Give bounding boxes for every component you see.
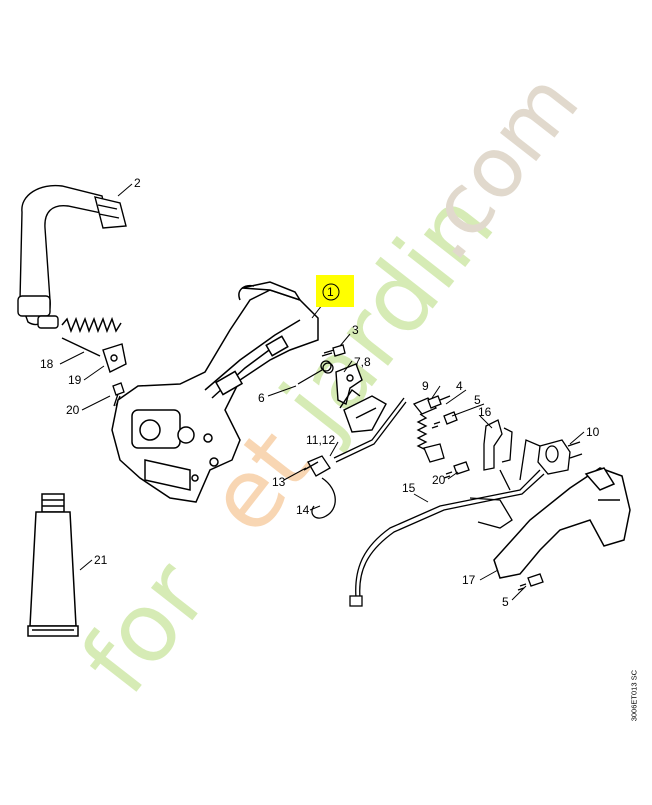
callout-labels: 1 2 3 7,8 6 9 4 5 16 10 11,12 13 14 20 1…: [40, 176, 600, 609]
grease-tube-part-21: [27, 493, 79, 637]
callout-9[interactable]: 9: [422, 379, 429, 393]
screw-part-20-left: [112, 382, 125, 407]
av-element-part-9: [412, 397, 445, 463]
throttle-trigger: [339, 388, 387, 433]
callout-6[interactable]: 6: [258, 391, 265, 405]
screw-part-3: [321, 344, 346, 357]
spring-wire-part-14: [311, 477, 336, 519]
connector-part-10: [537, 439, 583, 475]
document-code: 3006ET013 SC: [629, 670, 638, 722]
callout-20-center[interactable]: 20: [432, 473, 446, 487]
callout-16[interactable]: 16: [478, 405, 492, 419]
callout-14[interactable]: 14: [296, 503, 310, 517]
highlight-box: [316, 275, 354, 307]
callout-19[interactable]: 19: [68, 373, 82, 387]
callout-21[interactable]: 21: [94, 553, 108, 567]
clip-part-13: [303, 455, 331, 477]
callout-18[interactable]: 18: [40, 357, 54, 371]
callout-3[interactable]: 3: [352, 323, 359, 337]
svg-text:for: for: [60, 541, 230, 714]
callout-11-12[interactable]: 11,12: [306, 433, 335, 447]
screw-part-4: [427, 395, 451, 409]
callout-circle-1: [322, 283, 340, 301]
screw-part-20-center: [443, 461, 470, 479]
wiring-harness-part-15: [349, 439, 545, 607]
callout-17[interactable]: 17: [462, 573, 476, 587]
callout-20-left[interactable]: 20: [66, 403, 80, 417]
callout-7-8[interactable]: 7,8: [354, 355, 371, 369]
screw-part-5-lower: [517, 573, 544, 591]
callout-4[interactable]: 4: [456, 379, 463, 393]
callout-13[interactable]: 13: [272, 475, 286, 489]
watermark-logo: for et jardin .com: [60, 55, 598, 715]
front-handle-part-2: [17, 184, 127, 329]
rear-handle-part-1: [111, 281, 319, 503]
callout-15[interactable]: 15: [402, 481, 416, 495]
torsion-spring-part-6: [297, 360, 334, 385]
throttle-rod-part-11-12: [333, 397, 407, 463]
screw-part-5-upper: [431, 411, 458, 429]
buffer-part-19: [102, 343, 127, 373]
callout-1[interactable]: 1: [327, 285, 334, 299]
callout-5-lower[interactable]: 5: [502, 595, 509, 609]
leader-lines: [59, 183, 585, 601]
callout-2[interactable]: 2: [134, 176, 141, 190]
spring-part-18: [61, 316, 122, 357]
lever-part-7-8: [335, 363, 363, 406]
callout-10[interactable]: 10: [586, 425, 600, 439]
switch-part-16: [483, 419, 513, 471]
handle-cover-part-17: [493, 467, 631, 579]
callout-5-upper[interactable]: 5: [474, 393, 481, 407]
